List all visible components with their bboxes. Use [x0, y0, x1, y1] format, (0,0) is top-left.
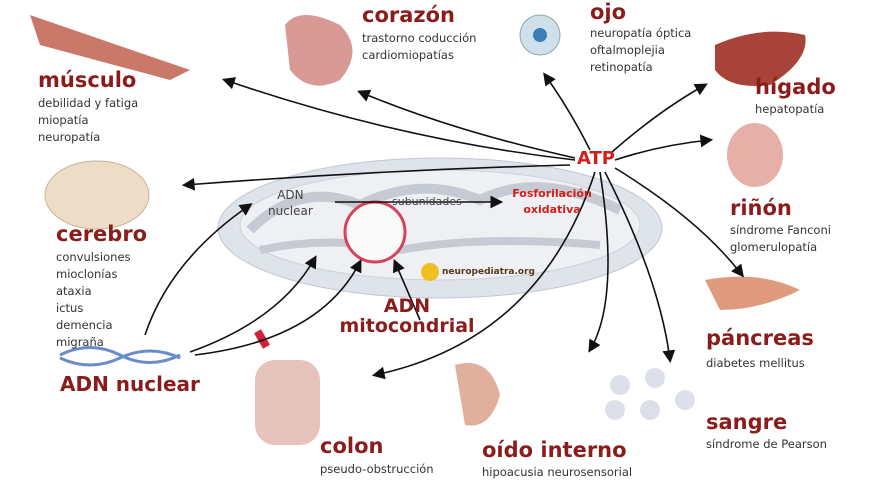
ojo-title: ojo — [590, 0, 627, 24]
item: ictus — [56, 301, 84, 315]
mitochondrion — [217, 157, 663, 299]
kidney-icon — [727, 123, 783, 187]
oido-title: oído interno — [482, 438, 627, 462]
arrows — [144, 72, 744, 380]
block-mark — [254, 329, 270, 349]
item: neuropatía óptica — [590, 26, 692, 40]
organ-icons — [30, 14, 806, 445]
colon-title: colon — [320, 434, 384, 458]
subunidades-label: subunidades — [392, 195, 462, 208]
item: convulsiones — [56, 250, 131, 264]
item: cardiomiopatías — [362, 48, 454, 62]
item: retinopatía — [590, 60, 653, 74]
item: síndrome Fanconi — [730, 223, 831, 237]
item: trastorno coducción — [362, 31, 477, 45]
adn-nuclear-label: ADN nuclear — [60, 372, 200, 396]
item: neuropatía — [38, 130, 101, 144]
sangre-list: síndrome de Pearson — [706, 436, 827, 453]
item: diabetes mellitus — [706, 356, 805, 370]
cerebro-list: convulsiones mioclonías ataxia ictus demenci… — [56, 249, 131, 351]
higado-title: hígado — [755, 75, 836, 99]
dna-helix-icon — [59, 346, 181, 367]
heart-icon — [285, 15, 353, 86]
corazon-title: corazón — [362, 3, 456, 27]
item: debilidad y fatiga — [38, 96, 139, 110]
colon-list: pseudo-obstrucción — [320, 461, 434, 478]
item: hepatopatía — [755, 102, 825, 116]
item: demencia — [56, 318, 113, 332]
ojo-list: neuropatía óptica oftalmoplejia retinopatí… — [590, 25, 691, 76]
muscle-icon — [30, 15, 190, 80]
item: oftalmoplejia — [590, 43, 665, 57]
item: hipoacusia neurosensorial — [482, 465, 633, 479]
musculo-title: músculo — [38, 68, 137, 92]
item: mioclonías — [56, 267, 118, 281]
item: ataxia — [56, 284, 92, 298]
atp-label: ATP — [577, 148, 616, 169]
sangre-title: sangre — [706, 410, 788, 434]
item: síndrome de Pearson — [706, 437, 827, 451]
rinon-title: riñón — [730, 196, 792, 220]
musculo-list: debilidad y fatiga miopatía neuropatía — [38, 95, 138, 146]
watermark: neuropediatra.org — [442, 267, 535, 277]
higado-list: hepatopatía — [755, 101, 824, 118]
item: pseudo-obstrucción — [320, 462, 434, 476]
logo-icon — [421, 263, 439, 281]
pancreas-title: páncreas — [706, 326, 814, 350]
rinon-list: síndrome Fanconi glomerulopatía — [730, 222, 831, 256]
cerebro-title: cerebro — [56, 222, 148, 246]
corazon-list: trastorno coducción cardiomiopatías — [362, 30, 476, 64]
oido-list: hipoacusia neurosensorial — [482, 464, 632, 481]
brain-icon — [44, 160, 150, 230]
liver-icon — [715, 31, 806, 87]
mtdna-circle — [343, 200, 407, 264]
pancreas-icon — [705, 276, 800, 310]
adn-mitocondrial-label: ADN mitocondrial — [339, 295, 475, 337]
item: miopatía — [38, 113, 89, 127]
item: migraña — [56, 335, 104, 349]
ear-icon — [455, 363, 500, 426]
colon-icon — [255, 360, 320, 445]
adn-nuclear-inner: ADN nuclear — [268, 188, 313, 218]
pancreas-list: diabetes mellitus — [706, 355, 805, 372]
item: glomerulopatía — [730, 240, 818, 254]
blood-cells-icon — [605, 368, 695, 420]
fosforilacion-label: Fosforilación oxidativa — [512, 187, 592, 216]
